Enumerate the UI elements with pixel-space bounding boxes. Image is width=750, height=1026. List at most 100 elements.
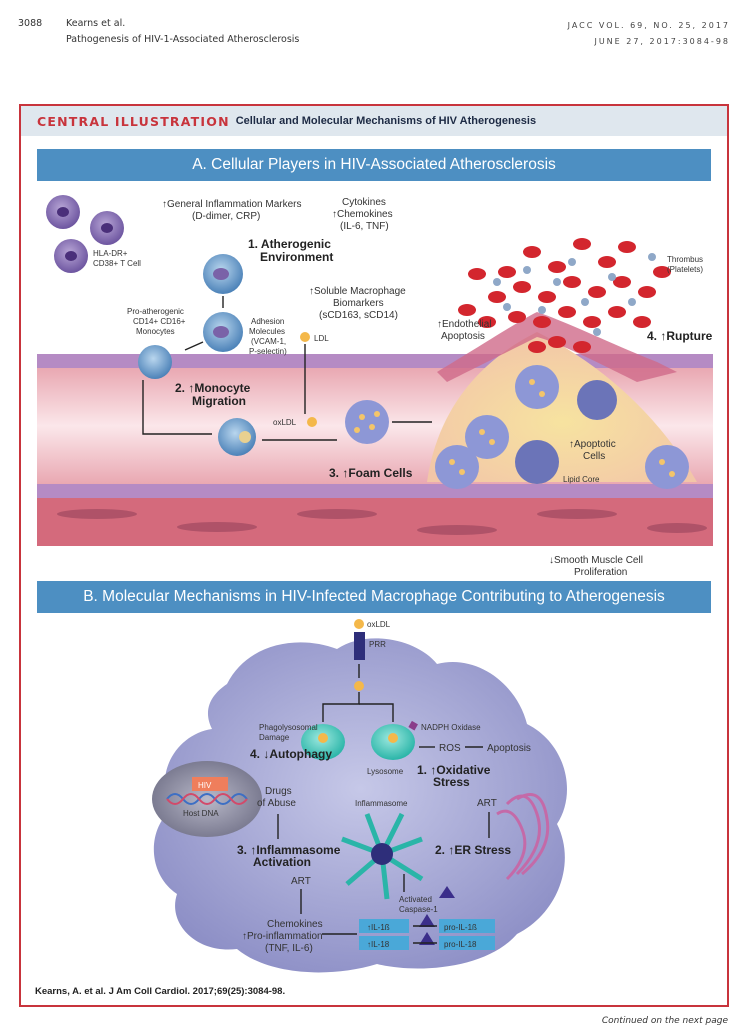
label-smc: ↓Smooth Muscle Cell bbox=[549, 555, 643, 566]
il-boxes bbox=[359, 886, 495, 950]
label-cytokines: Cytokines bbox=[342, 197, 386, 208]
figure-title: Cellular and Molecular Mechanisms of HIV… bbox=[235, 115, 537, 127]
label-caspase-1: Caspase-1 bbox=[399, 905, 438, 914]
internalized-oxldl bbox=[354, 681, 364, 691]
label-adhesion-2: Molecules bbox=[249, 327, 285, 336]
running-title: Pathogenesis of HIV-1-Associated Atheros… bbox=[66, 34, 300, 45]
label-endothelial-2: Apoptosis bbox=[441, 331, 485, 342]
prr-receptor bbox=[354, 632, 365, 660]
panel-a-title-bar: A. Cellular Players in HIV-Associated At… bbox=[37, 149, 711, 181]
label-smc-2: Proliferation bbox=[574, 567, 627, 577]
smooth-muscle-layer bbox=[37, 498, 713, 546]
label-soluble-3: (sCD163, sCD14) bbox=[319, 310, 398, 321]
phagolysosome-cargo bbox=[318, 733, 328, 743]
oxldl-particle bbox=[307, 417, 317, 427]
label-il18: ↑IL-18 bbox=[367, 940, 390, 949]
label-adhesion-4: P-selectin) bbox=[249, 347, 287, 356]
label-step2: 2. ↑Monocyte bbox=[175, 381, 251, 395]
label-lipid-core: Lipid Core bbox=[563, 475, 600, 484]
label-il6-tnf: (IL-6, TNF) bbox=[340, 221, 389, 232]
running-authors: Kearns et al. bbox=[66, 18, 126, 29]
label-tcell: HLA-DR+ bbox=[93, 249, 128, 258]
t-cells bbox=[46, 195, 124, 273]
continued-note: Continued on the next page bbox=[601, 1016, 728, 1026]
label-chemokines: Chemokines bbox=[267, 919, 323, 930]
label-lysosome: Lysosome bbox=[367, 767, 404, 776]
label-monocytes-3: Monocytes bbox=[136, 327, 175, 336]
label-adhesion: Adhesion bbox=[251, 317, 284, 326]
label-tcell-2: CD38+ T Cell bbox=[93, 259, 141, 268]
er-stress-er bbox=[496, 793, 550, 881]
label-soluble-2: Biomarkers bbox=[333, 298, 384, 309]
label-activated: Activated bbox=[399, 895, 432, 904]
figure-label: CENTRAL ILLUSTRATION bbox=[37, 113, 230, 129]
panel-a-arrows bbox=[142, 296, 432, 441]
label-endothelial: ↑Endothelial bbox=[437, 319, 491, 330]
fibrous-cap bbox=[437, 312, 677, 382]
macrophage-cell bbox=[153, 638, 567, 973]
label-apoptotic: ↑Apoptotic bbox=[569, 439, 616, 450]
hiv-provirus bbox=[192, 777, 228, 791]
journal-date-pages: JUNE 27, 2017:3084-98 bbox=[594, 37, 730, 46]
label-nadph: NADPH Oxidase bbox=[421, 723, 481, 732]
label-drugs: Drugs bbox=[265, 786, 292, 797]
thrombus-platelets bbox=[493, 253, 656, 336]
label-ros: ROS bbox=[439, 743, 461, 754]
label-step1-2: Environment bbox=[260, 250, 333, 264]
label-art-chemokines: ART bbox=[291, 876, 311, 887]
label-damage: Damage bbox=[259, 733, 290, 742]
vessel-lower-wall bbox=[37, 484, 713, 498]
label-il1b: ↑IL-1ß bbox=[367, 923, 390, 932]
foam-cells bbox=[345, 365, 689, 489]
label-pro-il18: pro-IL-18 bbox=[444, 940, 477, 949]
label-stress: Stress bbox=[433, 775, 470, 789]
label-step1-oxidative: 1. ↑Oxidative bbox=[417, 763, 491, 777]
journal-volume: JACC VOL. 69, NO. 25, 2017 bbox=[567, 21, 730, 30]
panel-b-illustration: oxLDL PRR Phagolysosomal Damage NADPH Ox… bbox=[152, 619, 567, 973]
label-host-dna: Host DNA bbox=[183, 809, 219, 818]
label-step4-autophagy: 4. ↓Autophagy bbox=[250, 747, 332, 761]
host-dna-helix bbox=[166, 793, 248, 805]
label-monocytes: Pro-atherogenic bbox=[127, 307, 184, 316]
label-apoptotic-2: Cells bbox=[583, 451, 605, 462]
page-header-right: JACC VOL. 69, NO. 25, 2017 JUNE 27, 2017… bbox=[568, 18, 730, 50]
label-step3-foam-cells: 3. ↑Foam Cells bbox=[329, 466, 413, 480]
label-step4-rupture: 4. ↑Rupture bbox=[647, 329, 713, 343]
panel-a-illustration: ↑General Inflammation Markers (D-dimer, … bbox=[37, 195, 713, 577]
label-step2-er-stress: 2. ↑ER Stress bbox=[435, 843, 511, 857]
label-oxldl: oxLDL bbox=[273, 418, 297, 427]
nadph-oxidase bbox=[408, 720, 418, 731]
panel-b-arrows bbox=[277, 664, 490, 944]
host-dna-strand bbox=[166, 793, 248, 805]
label-monocytes-2: CD14+ CD16+ bbox=[133, 317, 186, 326]
label-pro-il1b: pro-IL-1ß bbox=[444, 923, 477, 932]
label-chemokines: ↑Chemokines bbox=[332, 209, 393, 220]
label-soluble: ↑Soluble Macrophage bbox=[309, 286, 406, 297]
label-thrombus: Thrombus bbox=[667, 255, 703, 264]
label-general-markers: ↑General Inflammation Markers bbox=[162, 199, 302, 210]
thrombus-rbcs bbox=[458, 238, 671, 353]
label-hiv: HIV bbox=[198, 781, 212, 790]
figure-title-bar: CENTRAL ILLUSTRATION Cellular and Molecu… bbox=[21, 106, 727, 136]
page-number: 3088 bbox=[18, 18, 43, 29]
label-of-abuse: of Abuse bbox=[257, 798, 296, 809]
panel-b-title-bar: B. Molecular Mechanisms in HIV-Infected … bbox=[37, 581, 711, 613]
label-pro-inflammation: ↑Pro-inflammation bbox=[242, 931, 323, 942]
label-adhesion-3: (VCAM-1, bbox=[251, 337, 286, 346]
label-prr: PRR bbox=[369, 640, 386, 649]
label-step2-2: Migration bbox=[192, 394, 246, 408]
label-step3-inflammasome: 3. ↑Inflammasome bbox=[237, 843, 341, 857]
smooth-muscle-cells bbox=[57, 509, 707, 535]
lysosome-cargo bbox=[388, 733, 398, 743]
central-illustration-frame: CENTRAL ILLUSTRATION Cellular and Molecu… bbox=[19, 104, 729, 1007]
label-activation: Activation bbox=[253, 855, 311, 869]
label-art-er: ART bbox=[477, 798, 497, 809]
monocytes bbox=[138, 254, 256, 456]
label-oxldl: oxLDL bbox=[367, 620, 391, 629]
oxldl-particle bbox=[354, 619, 364, 629]
label-inflammasome: Inflammasome bbox=[355, 799, 408, 808]
ldl-particle bbox=[300, 332, 310, 342]
nucleus bbox=[152, 761, 262, 837]
label-apoptosis: Apoptosis bbox=[487, 743, 531, 754]
label-tnf-il6: (TNF, IL-6) bbox=[265, 943, 313, 954]
